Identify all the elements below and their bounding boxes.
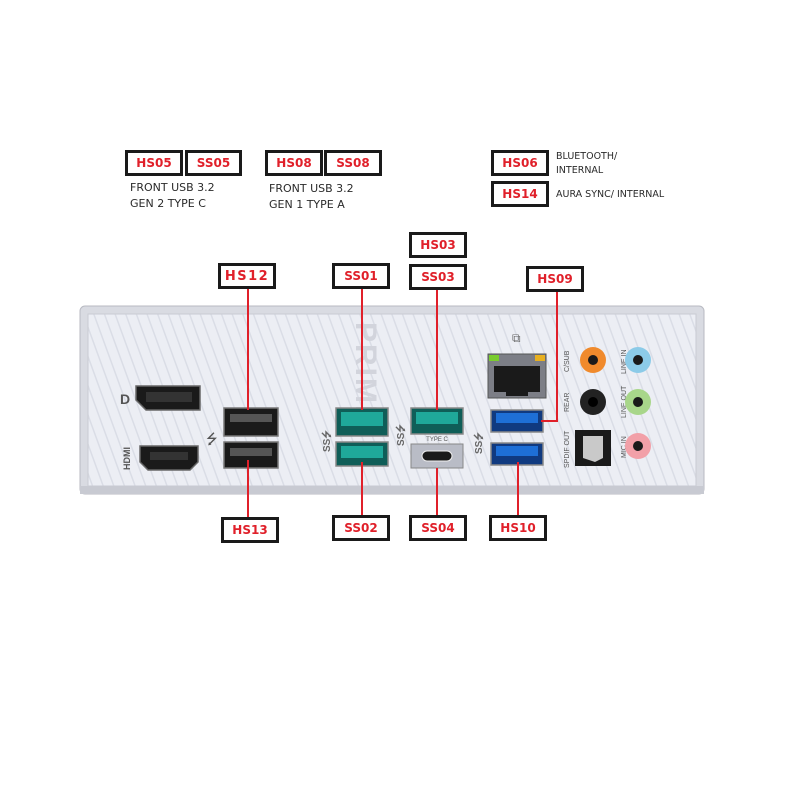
tag-hs14: HS14: [491, 181, 549, 207]
internal-hs14-note: AURA SYNC/ INTERNAL: [556, 188, 664, 202]
usb-icon: ⭍: [206, 431, 218, 447]
front-header-2-line1: FRONT USB 3.2: [269, 182, 354, 195]
leader-ss04: [436, 468, 438, 518]
usb-typea-typec-stack: SS⭍ TYPE C: [395, 407, 464, 469]
tag-hs09: HS09: [526, 266, 584, 292]
displayport-icon: D: [120, 391, 130, 407]
audio-label-micin: MIC IN: [621, 436, 628, 458]
front-header-1-line2: GEN 2 TYPE C: [130, 197, 206, 210]
leader-hs13: [247, 460, 249, 518]
network-icon: ⧉: [512, 331, 521, 345]
tag-ss04: SS04: [409, 515, 467, 541]
hdmi-port: HDMI: [122, 445, 199, 471]
ss-usb-icon-2: SS⭍: [395, 424, 407, 446]
leader-hs09-h: [541, 420, 558, 422]
hdmi-label: HDMI: [122, 447, 132, 470]
tag-ss08: SS08: [324, 150, 382, 176]
displayport-port: D: [120, 385, 201, 411]
tag-ss05: SS05: [185, 150, 242, 176]
internal-hs06-line1: BLUETOOTH/: [556, 151, 618, 162]
audio-label-lineout: LINE OUT: [621, 385, 628, 418]
front-header-2-note: FRONT USB 3.2 GEN 1 TYPE A: [269, 181, 354, 213]
tag-hs05: HS05: [125, 150, 183, 176]
spdif-label: SPDIF OUT: [564, 430, 571, 468]
internal-hs06-line2: INTERNAL: [556, 165, 604, 176]
ss-usb-icon: SS⭍: [321, 430, 333, 452]
front-header-1-note: FRONT USB 3.2 GEN 2 TYPE C: [130, 180, 215, 212]
usb2-stack: ⭍: [206, 407, 279, 469]
ss-usb-icon-3: SS⭍: [473, 432, 485, 454]
audio-label-rear: REAR: [564, 393, 571, 412]
tag-ss02: SS02: [332, 515, 390, 541]
internal-hs06-note: BLUETOOTH/ INTERNAL: [556, 150, 617, 178]
tag-ss01: SS01: [332, 263, 390, 289]
leader-hs12: [247, 288, 249, 410]
leader-hs10: [517, 462, 519, 518]
leader-ss03: [436, 290, 438, 410]
tag-ss03: SS03: [409, 264, 467, 290]
tag-hs12: HS12: [218, 263, 276, 289]
front-header-1-line1: FRONT USB 3.2: [130, 181, 215, 194]
typec-label: TYPE C: [426, 437, 448, 443]
leader-hs09-v: [556, 292, 558, 422]
tag-hs10: HS10: [489, 515, 547, 541]
front-header-2-line2: GEN 1 TYPE A: [269, 198, 345, 211]
audio-label-csub: C/SUB: [564, 350, 571, 372]
tag-hs03: HS03: [409, 232, 467, 258]
leader-ss02: [361, 462, 363, 518]
audio-label-linein: LINE IN: [621, 349, 628, 374]
audio-block: C/SUB REAR LINE IN LINE OUT MIC IN SPDIF…: [564, 347, 651, 468]
internal-hs14-line1: AURA SYNC/ INTERNAL: [556, 189, 665, 200]
leader-ss01: [361, 288, 363, 410]
tag-hs06: HS06: [491, 150, 549, 176]
tag-hs08: HS08: [265, 150, 323, 176]
tag-hs13: HS13: [221, 517, 279, 543]
lan-usb-stack: ⧉ SS⭍: [473, 331, 547, 466]
